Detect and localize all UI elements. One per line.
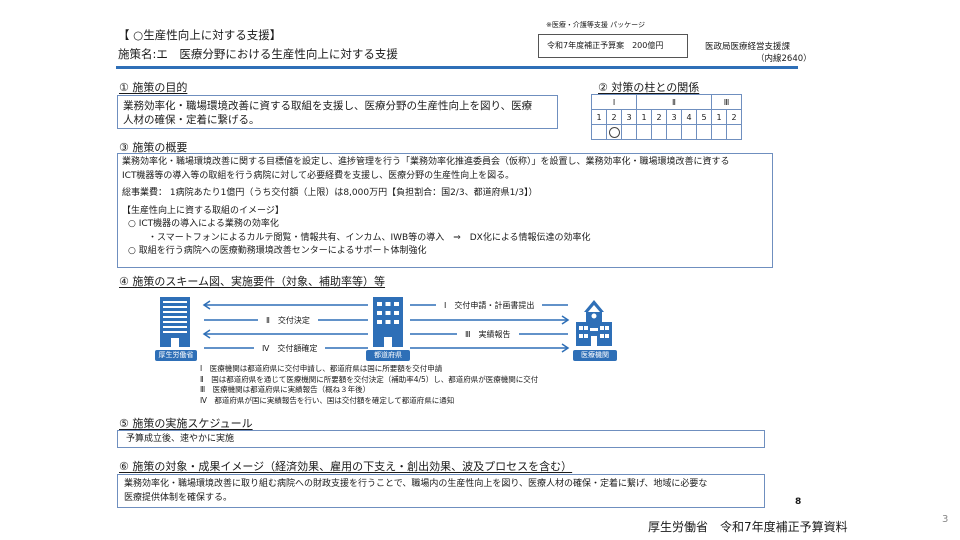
extension-number: （内線2640）: [756, 54, 812, 64]
arrow-head-left: [202, 300, 211, 310]
pillar-item: 1: [636, 109, 652, 125]
ministry-building-icon: [160, 297, 190, 347]
pillar-mark-cell: [636, 124, 652, 140]
pillar-item: 2: [651, 109, 667, 125]
section5-box: 予算成立後、速やかに実施: [117, 430, 765, 448]
scheme-note: Ⅱ 国は都道府県を通じて医療機関に所要額を交付決定（補助率4/5）し、都道府県が…: [200, 374, 539, 384]
pillar-mark-cell: [591, 124, 607, 140]
sub-bullet-smartphone: ・スマートフォンによるカルテ閲覧・情報共有、インカム、IWB等の導入 ⇒ DX化…: [148, 232, 591, 243]
prefecture-label: 都道府県: [366, 350, 410, 361]
bullet-ict: ○ ICT機器の導入による業務の効率化: [128, 219, 279, 229]
scheme-notes: Ⅰ 医療機関は都道府県に交付申請し、都道府県は国に所要額を交付申請 Ⅱ 国は都道…: [200, 364, 538, 406]
category-heading: 【 ○生産性向上に対する支援】: [118, 28, 282, 42]
pillar-item: 2: [606, 109, 622, 125]
pillar-item: 4: [681, 109, 697, 125]
pillar-mark-cell: [621, 124, 637, 140]
section3-line: ICT機器等の導入等の取組を行う病院に対して必要経費を支援し、医療分野の生産性向…: [122, 170, 515, 181]
pillar-mark-cell: [711, 124, 727, 140]
pillar-item: 3: [621, 109, 637, 125]
pillar-mark-cell: [666, 124, 682, 140]
pillar-group: Ⅲ: [711, 94, 742, 110]
pillar-mark-cell: [696, 124, 712, 140]
pillar-mark-cell: [651, 124, 667, 140]
scheme-note: Ⅳ 都道府県が国に実績報告を行い、国は交付額を確定して都道府県に通知: [200, 395, 455, 405]
package-note: ※医療・介護等支援 パッケージ: [546, 21, 645, 29]
section2-title: ② 対策の柱との関係: [598, 81, 700, 94]
section1-line: 業務効率化・職場環境改善に資する取組を支援し、医療分野の生産性向上を図り、医療: [123, 100, 533, 112]
hospital-label: 医療機関: [573, 350, 617, 361]
arrow-label-application: Ⅰ 交付申請・計画書提出: [436, 300, 543, 311]
pillar-mark-row: [591, 124, 742, 140]
hospital-building-icon: [576, 300, 612, 346]
section6-line: 業務効率化・職場環境改善に取り組む病院への財政支援を行うことで、職場内の生産性向…: [124, 479, 708, 489]
total-cost: 総事業費： 1病院あたり1億円（うち交付額（上限）は8,000万円【負担割合：国…: [122, 188, 538, 198]
section6-box: 業務効率化・職場環境改善に取り組む病院への財政支援を行うことで、職場内の生産性向…: [117, 474, 765, 508]
prefecture-building-icon: [373, 297, 403, 347]
bullet-support: ○ 取組を行う病院への医療勤務環境改善センターによるサポート体制強化: [128, 246, 427, 256]
pillar-mark-cell: [606, 124, 622, 140]
header-divider: [116, 66, 798, 69]
scheme-note: Ⅰ 医療機関は都道府県に交付申請し、都道府県は国に所要額を交付申請: [200, 364, 443, 373]
budget-box: 令和7年度補正予算案 200億円: [538, 34, 688, 58]
pillar-item: 3: [666, 109, 682, 125]
circle-mark-icon: [608, 126, 620, 138]
pillar-group: Ⅱ: [636, 94, 712, 110]
section6-title: ⑥ 施策の対象・成果イメージ（経済効果、雇用の下支え・創出効果、波及プロセスを含…: [119, 460, 573, 473]
section1-line: 人材の確保・定着に繋げる。: [123, 114, 260, 126]
pillar-item-row: 1 2 3 1 2 3 4 5 1 2: [591, 109, 742, 125]
pillar-item: 1: [591, 109, 607, 125]
section3-title: ③ 施策の概要: [119, 141, 188, 154]
section3-line: 業務効率化・職場環境改善に関する目標値を設定し、進捗管理を行う「業務効率化推進委…: [122, 157, 730, 167]
arrow-label-confirm: Ⅳ 交付額確定: [254, 343, 326, 354]
department-name: 医政局医療経営支援課: [705, 42, 791, 52]
pillar-item: 2: [726, 109, 742, 125]
arrow-label-decision: Ⅱ 交付決定: [258, 315, 318, 326]
footer-source: 厚生労働省 令和7年度補正予算資料: [648, 520, 848, 534]
section1-title: ① 施策の目的: [119, 81, 188, 94]
pillar-mark-cell: [681, 124, 697, 140]
slide-number: 3: [942, 514, 949, 525]
pillar-table: Ⅰ Ⅱ Ⅲ 1 2 3 1 2 3 4 5 1 2: [591, 94, 742, 140]
scheme-note: Ⅲ 医療機関は都道府県に実績報告（概ね３年後）: [200, 385, 371, 394]
pillar-mark-cell: [726, 124, 742, 140]
ministry-label: 厚生労働省: [155, 350, 197, 361]
pillar-item: 5: [696, 109, 712, 125]
pillar-group: Ⅰ: [591, 94, 637, 110]
arrow-head-right: [561, 315, 570, 325]
policy-name: 施策名:エ 医療分野における生産性向上に対する支援: [118, 47, 398, 61]
section5-title: ⑤ 施策の実施スケジュール: [119, 417, 253, 430]
section1-box: 業務効率化・職場環境改善に資する取組を支援し、医療分野の生産性向上を図り、医療 …: [117, 95, 558, 129]
arrow-head-right: [561, 343, 570, 353]
image-title: 【生産性向上に資する取組のイメージ】: [122, 205, 284, 216]
pillar-group-row: Ⅰ Ⅱ Ⅲ: [591, 94, 742, 110]
arrow-label-report: Ⅲ 実績報告: [457, 329, 519, 340]
section4-title: ④ 施策のスキーム図、実施要件（対象、補助率等）等: [119, 275, 386, 288]
pillar-item: 1: [711, 109, 727, 125]
section3-box: 業務効率化・職場環境改善に関する目標値を設定し、進捗管理を行う「業務効率化推進委…: [117, 153, 773, 268]
arrow-head-left: [202, 329, 211, 339]
inner-page-number: 8: [795, 497, 802, 507]
section6-line: 医療提供体制を確保する。: [124, 493, 233, 503]
